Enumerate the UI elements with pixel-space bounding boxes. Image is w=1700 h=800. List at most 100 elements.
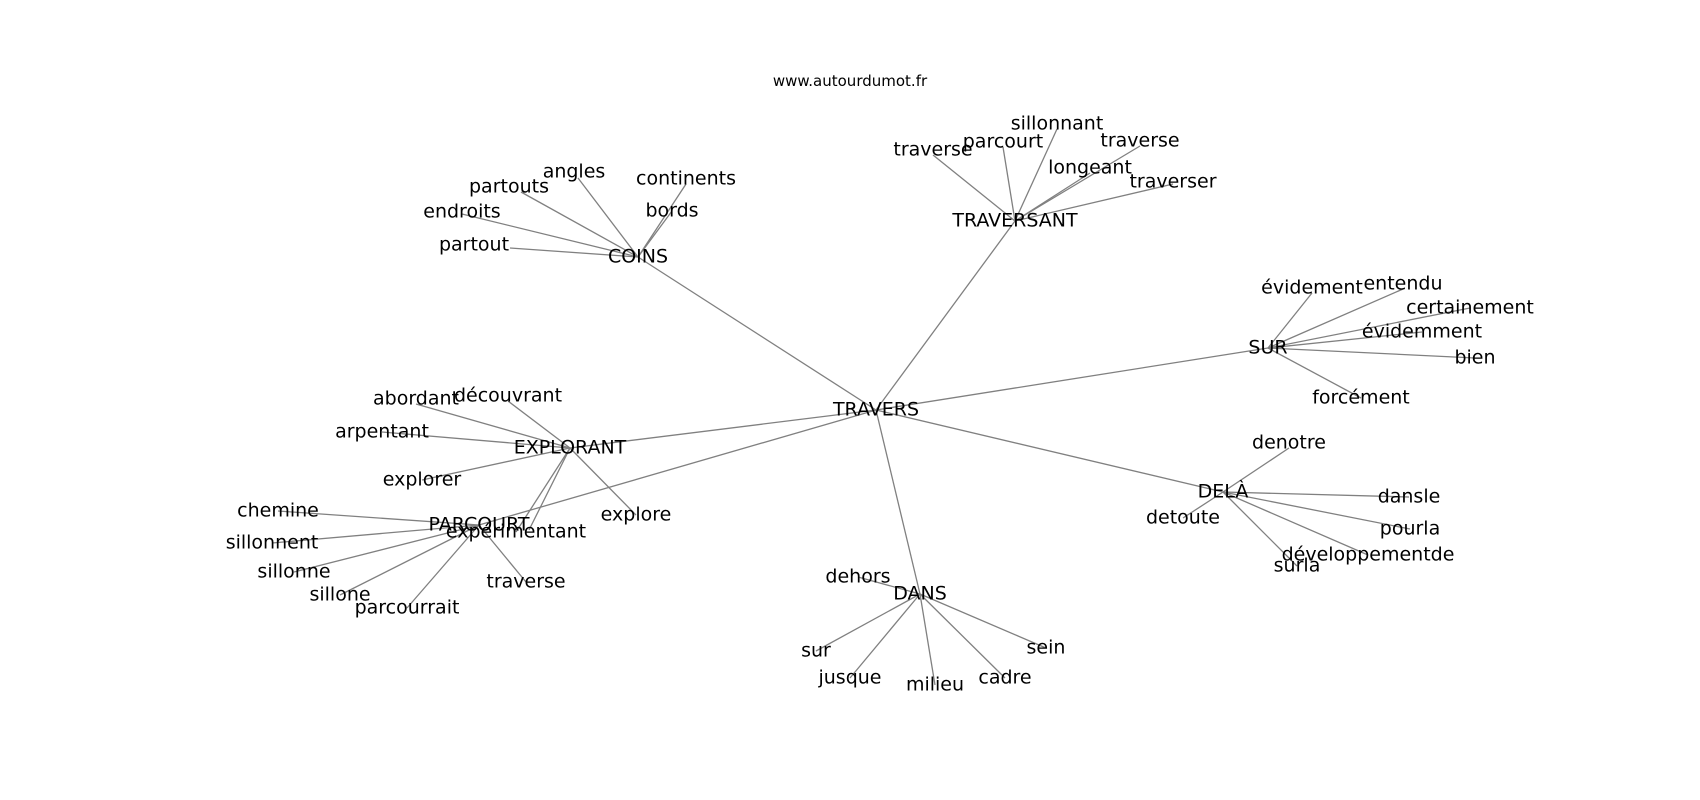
root-edge-0 <box>637 256 877 411</box>
leaf-node-3-0: découvrant <box>454 385 562 407</box>
leaf-edge-6-1 <box>815 593 921 652</box>
leaf-edge-0-4 <box>509 247 639 258</box>
leaf-edge-3-2 <box>381 431 571 449</box>
root-node: TRAVERS <box>832 399 919 421</box>
leaf-node-4-0: chemine <box>237 500 319 522</box>
leaf-node-3-1: abordant <box>373 388 459 410</box>
leaf-node-6-0: dehors <box>825 566 890 588</box>
leaf-edge-3-1 <box>415 403 571 449</box>
leaf-edge-0-5 <box>637 210 673 258</box>
leaf-edge-1-3 <box>1014 145 1141 222</box>
leaf-edge-0-2 <box>520 191 639 258</box>
leaf-edge-6-4 <box>919 593 1006 679</box>
root-edge-2 <box>875 347 1269 411</box>
leaf-edge-4-5 <box>478 524 527 583</box>
leaf-node-3-2: arpentant <box>335 421 429 443</box>
leaf-edge-4-3 <box>339 524 480 596</box>
leaf-edge-4-4 <box>406 524 480 609</box>
leaf-node-6-4: cadre <box>978 667 1031 689</box>
leaf-node-1-3: traverse <box>1100 130 1179 152</box>
leaf-edge-1-1 <box>1002 146 1016 222</box>
leaf-node-6-1: sur <box>801 640 831 662</box>
root-edge-3 <box>569 409 877 449</box>
leaf-node-2-5: forcément <box>1312 387 1410 409</box>
leaf-edge-5-4 <box>1222 491 1369 556</box>
leaf-node-0-1: angles <box>543 161 606 183</box>
leaf-node-1-5: traverser <box>1129 171 1216 193</box>
leaf-edge-4-0 <box>277 510 480 526</box>
leaf-node-1-4: longeant <box>1048 157 1132 179</box>
leaf-node-5-0: denotre <box>1252 432 1326 454</box>
root-edge-6 <box>875 409 921 595</box>
leaf-edge-3-4 <box>569 447 637 516</box>
leaf-node-1-0: sillonnant <box>1011 113 1104 135</box>
leaf-node-5-3: pourla <box>1380 518 1440 540</box>
hub-node-2: SUR <box>1248 337 1287 359</box>
leaf-edge-3-5 <box>515 447 571 533</box>
leaf-node-0-5: bords <box>645 200 698 222</box>
leaf-node-6-3: milieu <box>906 674 964 696</box>
leaf-node-4-1: sillonnent <box>226 532 319 554</box>
leaf-edge-6-5 <box>919 593 1047 649</box>
hub-node-5: DELÀ <box>1198 480 1249 503</box>
leaf-node-5-4: développementde <box>1282 544 1455 566</box>
leaf-node-5-1: dansle <box>1378 486 1441 508</box>
leaf-node-5-2: detoute <box>1146 507 1220 529</box>
site-watermark: www.autourdumot.fr <box>772 72 928 90</box>
leaf-node-3-5: expérimentant <box>446 521 586 543</box>
leaf-node-2-3: évidemment <box>1362 321 1482 343</box>
leaf-edge-1-4 <box>1014 172 1091 222</box>
leaf-node-3-3: explorer <box>383 469 462 491</box>
leaf-edge-6-0 <box>857 576 921 595</box>
leaf-node-4-3: sillone <box>309 584 370 606</box>
leaf-edge-1-2 <box>932 154 1016 222</box>
leaf-edge-0-0 <box>637 183 687 258</box>
leaf-node-0-4: partout <box>439 234 509 256</box>
leaf-edge-1-0 <box>1014 128 1058 222</box>
leaf-node-3-4: explore <box>601 504 672 526</box>
leaf-node-0-0: continents <box>636 168 736 190</box>
leaf-edge-2-3 <box>1267 331 1423 349</box>
root-edge-1 <box>875 220 1016 411</box>
leaf-edge-0-1 <box>577 177 639 258</box>
leaf-edge-5-2 <box>1182 491 1224 519</box>
hub-node-3: EXPLORANT <box>514 437 627 459</box>
root-edge-4 <box>478 409 877 526</box>
leaf-node-1-2: traverse <box>893 139 972 161</box>
leaf-node-0-3: endroits <box>423 201 500 223</box>
hub-node-6: DANS <box>893 583 947 605</box>
leaf-edge-2-5 <box>1267 347 1362 399</box>
root-edge-5 <box>875 409 1224 493</box>
leaf-node-0-2: partouts <box>469 176 549 198</box>
leaf-edge-2-1 <box>1267 288 1404 349</box>
leaf-edge-4-1 <box>271 524 480 544</box>
hub-node-1: TRAVERSANT <box>951 210 1078 232</box>
leaf-edge-2-0 <box>1267 292 1313 349</box>
leaf-node-2-2: certainement <box>1406 297 1534 319</box>
leaf-node-4-4: parcourrait <box>355 597 460 619</box>
leaf-edge-5-0 <box>1222 447 1290 493</box>
leaf-node-6-2: jusque <box>817 667 881 689</box>
cross-edge-explorant-parcourt <box>528 447 571 531</box>
leaf-node-1-1: parcourt <box>963 131 1043 153</box>
leaf-node-6-5: sein <box>1027 637 1066 659</box>
leaf-node-4-5: traverse <box>486 571 565 593</box>
leaf-edge-3-3 <box>421 447 571 481</box>
hub-node-0: COINS <box>608 246 668 268</box>
leaf-edge-6-2 <box>849 593 921 679</box>
leaf-edge-4-2 <box>293 524 480 573</box>
leaf-edge-2-4 <box>1267 347 1476 359</box>
leaf-node-5-5: surla <box>1274 555 1321 577</box>
leaf-node-2-0: évidement <box>1261 277 1363 299</box>
leaf-edge-3-0 <box>507 400 571 449</box>
leaf-node-2-1: entendu <box>1363 273 1442 295</box>
leaf-edge-6-3 <box>919 593 936 686</box>
leaf-edge-5-3 <box>1222 491 1411 530</box>
graph-edges <box>271 128 1476 686</box>
leaf-edge-5-1 <box>1222 491 1410 498</box>
leaf-edge-1-5 <box>1014 183 1174 222</box>
hub-node-4: PARCOURT <box>428 514 529 536</box>
leaf-edge-0-3 <box>461 213 639 258</box>
